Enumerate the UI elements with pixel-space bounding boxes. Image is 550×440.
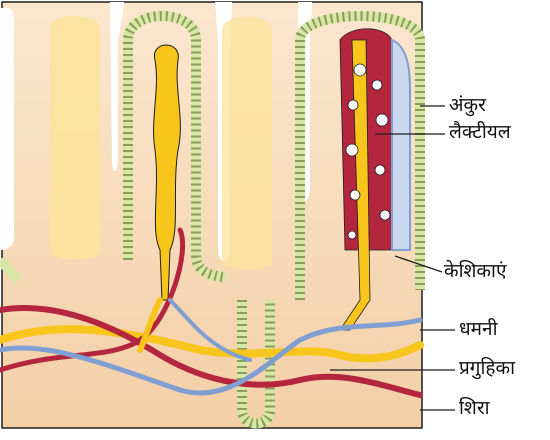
label-crypt: प्रगुहिका xyxy=(459,359,515,378)
label-vein: शिरा xyxy=(459,399,490,418)
label-villus: अंकुर xyxy=(449,96,486,115)
villus-core-3 xyxy=(222,17,272,270)
left-gap xyxy=(0,8,14,250)
villus-core-1 xyxy=(50,16,100,260)
label-artery: धमनी xyxy=(459,320,498,339)
label-lacteal: लैक्टीयल xyxy=(449,123,511,142)
label-capillaries: केशिकाएं xyxy=(444,262,506,281)
capillary-blue xyxy=(392,40,410,250)
